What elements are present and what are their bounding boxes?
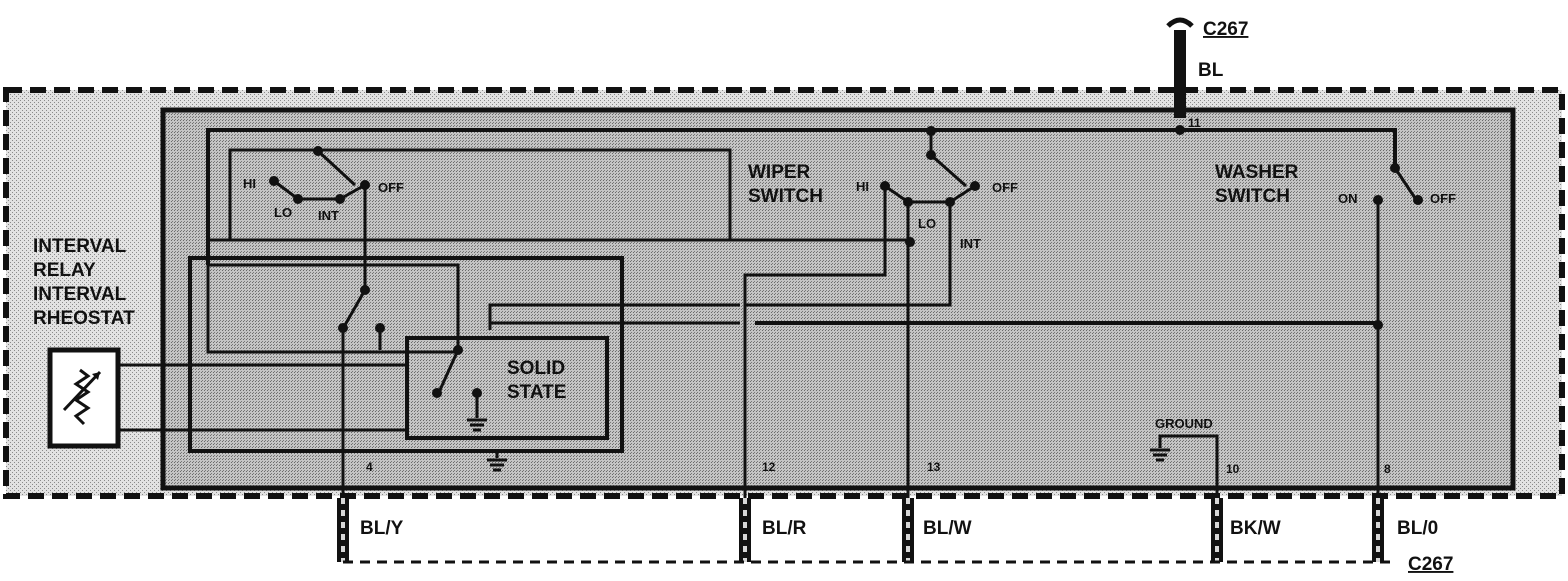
solid-state-lever [438,349,460,391]
top-wire-label: BL [1198,60,1224,81]
top-bus-wire [206,128,1397,265]
left-switch-off-label: OFF [378,180,404,195]
interval-rheostat-box [47,347,121,449]
left-switch-hi-label: HI [243,176,256,191]
interval-relay-box [188,256,624,453]
pin-11-label: 11 [1188,116,1201,130]
ground-icon [1150,448,1170,462]
solid-state-label-1: SOLID [507,358,565,379]
washer-switch-on-label: ON [1338,191,1358,206]
left-switch-int-label: INT [318,208,339,223]
wiper-switch-lever [930,153,967,188]
solid-state-box [405,336,609,440]
washer-switch-label-2: SWITCH [1215,186,1290,207]
wire-label-blw: BL/W [923,518,972,539]
top-connector-cap [1166,17,1194,28]
wiper-switch-hi-label: HI [856,179,869,194]
ground-icon [487,458,507,472]
wiper-int-wire [745,202,952,307]
interval-rheostat-label-2: RHEOSTAT [33,308,135,329]
junction-dot [1373,320,1383,330]
pin-13-label: 13 [927,460,941,474]
switch-housing [160,107,1516,491]
wiper-switch-label-1: WIPER [748,162,811,183]
wire-label-bly: BL/Y [360,518,404,539]
washer-switch-lever [1393,167,1417,199]
wiper-switch-label-2: SWITCH [748,186,823,207]
wiper-switch-link [884,184,976,204]
junction-dot [905,237,915,247]
interval-relay-label-2: RELAY [33,260,96,281]
bottom-connector-label: C267 [1408,554,1453,575]
ground-label: GROUND [1155,416,1213,431]
wire-label-blo: BL/0 [1397,518,1438,539]
pin-10-label: 10 [1226,462,1240,476]
left-switch-lo-label: LO [274,205,292,220]
wire-label-bkw: BK/W [1230,518,1281,539]
left-switch-link [273,179,366,201]
pin-4-label: 4 [366,460,373,474]
ground-icon [467,418,487,432]
ground-wire [1158,434,1219,500]
relay-contact-lever [343,289,367,326]
wiper-switch-lo-label: LO [918,216,936,231]
wiper-switch-off-label: OFF [992,180,1018,195]
wiper-switch-int-label: INT [960,236,981,251]
washer-switch-contact-off [1413,195,1423,205]
interval-relay-label-1: INTERVAL [33,236,127,257]
pin-12-label: 12 [762,460,776,474]
pin-8-label: 8 [1384,462,1391,476]
left-switch-lever [316,149,357,187]
solid-state-contact-dot [432,388,442,398]
wire-label-blr: BL/R [762,518,807,539]
wiper-hi-wire [743,186,887,500]
top-connector-label: C267 [1203,19,1248,40]
washer-switch-label-1: WASHER [1215,162,1299,183]
solid-state-label-2: STATE [507,382,566,403]
variable-resistor-icon [62,368,102,426]
washer-switch-off-label: OFF [1430,191,1456,206]
interval-rheostat-label-1: INTERVAL [33,284,127,305]
